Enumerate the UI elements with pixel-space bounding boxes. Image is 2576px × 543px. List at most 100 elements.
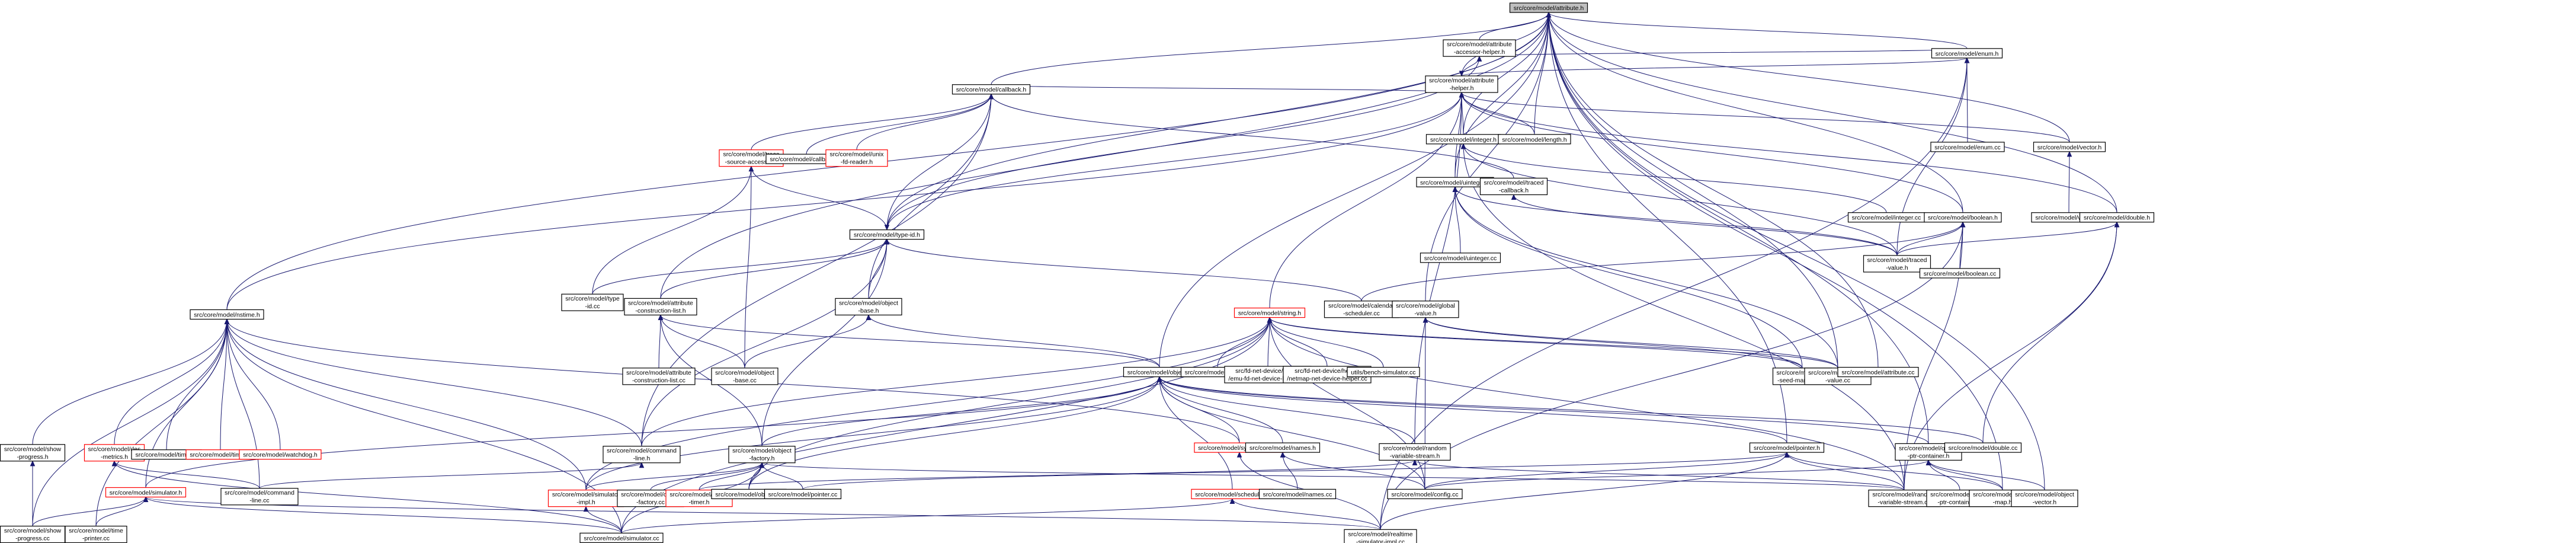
graph-node[interactable]: src/core/model/vector.h — [2033, 142, 2106, 152]
graph-node[interactable]: src/core/model/boolean.cc — [1919, 268, 2001, 279]
graph-node[interactable]: src/core/model/command-line.cc — [220, 488, 299, 506]
node-label: -progress.cc — [15, 535, 50, 542]
graph-node[interactable]: src/core/model/watchdog.h — [239, 449, 322, 460]
graph-node[interactable]: src/core/model/boolean.h — [1924, 212, 2002, 223]
graph-node[interactable]: src/core/model/length.h — [1498, 134, 1571, 145]
graph-node[interactable]: src/core/model/object.h — [1123, 366, 1196, 378]
node-label: -base.h — [858, 307, 879, 314]
graph-node[interactable]: src/core/model/config.cc — [1387, 488, 1463, 499]
node-label: src/core/model/global — [1396, 302, 1455, 309]
graph-node[interactable]: src/core/model/time-printer.cc — [65, 525, 127, 543]
node-box — [1420, 253, 1501, 263]
node-label: -printer.cc — [82, 535, 110, 542]
graph-node[interactable]: src/core/model/show-progress.cc — [0, 525, 66, 543]
graph-node[interactable]: src/core/model/enum.h — [1931, 48, 2003, 59]
graph-node[interactable]: src/core/model/uinteger.h — [1416, 177, 1494, 187]
graph-node[interactable]: src/core/model/simulator-impl.h — [547, 490, 624, 507]
dependency-edge — [1548, 12, 1963, 213]
dependency-edge — [1424, 452, 1787, 490]
node-label: src/core/model/attribute — [626, 369, 691, 376]
graph-node[interactable]: src/core/model/traced-value.h — [1863, 255, 1931, 273]
graph-node[interactable]: src/core/model/attribute-construction-li… — [624, 298, 697, 316]
node-label: src/core/model/realtime — [1348, 531, 1412, 538]
graph-node[interactable]: src/core/model/show-progress.h — [0, 444, 66, 462]
node-label: src/core/model/config.cc — [1391, 491, 1458, 498]
dependency-edge — [991, 84, 1462, 93]
node-box — [1387, 488, 1463, 499]
graph-node[interactable]: src/core/model/double.h — [2079, 212, 2155, 223]
dependency-edge — [145, 497, 622, 534]
graph-node[interactable]: src/core/model/object-base.h — [835, 298, 902, 316]
graph-node[interactable]: src/core/model/callback.h — [951, 84, 1031, 95]
graph-node[interactable]: src/core/model/nstime.h — [190, 309, 264, 320]
graph-node[interactable]: src/core/model/object-base.cc — [711, 368, 778, 385]
dependency-edge — [32, 319, 228, 445]
dependency-edge — [592, 166, 752, 295]
dependency-edge — [1414, 92, 1462, 444]
graph-node[interactable]: src/core/model/command-line.h — [603, 446, 681, 464]
dependency-edge — [114, 319, 228, 445]
node-label: src/core/model/simulator.h — [110, 489, 182, 496]
arrowhead-icon — [583, 506, 589, 512]
node-box — [1392, 301, 1459, 318]
node-label: -impl.h — [576, 499, 595, 506]
graph-node[interactable]: src/core/model/realtime-simulator-impl.c… — [1344, 529, 1417, 543]
graph-node[interactable]: src/core/model/timer.h — [185, 449, 255, 460]
dependency-edge — [761, 462, 1905, 491]
dependency-edge — [1269, 317, 1384, 368]
graph-node[interactable]: src/core/model/attribute.cc — [1837, 366, 1919, 378]
dependency-edge — [1463, 143, 1905, 490]
graph-node[interactable]: src/core/model/enum.cc — [1930, 142, 2005, 152]
node-label: src/core/model/uinteger.h — [1420, 179, 1490, 186]
graph-node[interactable]: src/core/model/names.cc — [1258, 488, 1337, 499]
graph-node[interactable]: src/core/model/traced-callback.h — [1479, 177, 1548, 196]
dependency-edge — [1479, 12, 1549, 40]
graph-node[interactable]: src/core/model/time.cc — [131, 449, 202, 460]
graph-node[interactable]: src/core/model/pointer.h — [1749, 442, 1825, 453]
node-box — [1344, 529, 1417, 543]
dependency-edge — [114, 461, 260, 488]
graph-node[interactable]: src/core/model/calendar-scheduler.cc — [1324, 301, 1399, 318]
dependency-edge — [744, 166, 752, 368]
graph-node[interactable]: src/core/model/pointer.cc — [764, 488, 842, 499]
graph-node[interactable]: src/core/model/names.h — [1245, 442, 1321, 453]
node-box — [105, 487, 187, 498]
graph-node[interactable]: src/core/model/object-vector.h — [2011, 490, 2078, 507]
node-label: src/core/model/length.h — [1502, 136, 1566, 143]
graph-node[interactable]: src/core/model/random-variable-stream.h — [1379, 443, 1451, 461]
node-box — [547, 490, 624, 507]
node-label: src/core/model/command — [225, 490, 294, 497]
dependency-edge — [585, 376, 1160, 490]
graph-node[interactable]: src/core/model/unix-fd-reader.h — [825, 149, 888, 167]
dependency-edge — [1548, 12, 1879, 368]
graph-node[interactable]: src/core/model/simulator.cc — [579, 532, 664, 543]
graph-node[interactable]: src/core/model/double.cc — [1944, 442, 2022, 453]
graph-node[interactable]: src/core/model/integer.cc — [1847, 212, 1925, 223]
node-label: src/core/model/attribute.h — [1514, 5, 1584, 12]
dependency-edge — [1159, 12, 1549, 368]
graph-node[interactable]: src/core/model/attribute-construction-li… — [622, 368, 696, 385]
graph-node[interactable]: src/core/model/type-id.h — [849, 229, 925, 240]
graph-node[interactable]: src/core/model/global-value.h — [1392, 301, 1459, 318]
graph-node[interactable]: src/core/model/string.h — [1233, 307, 1306, 318]
arrowhead-icon — [1784, 451, 1790, 458]
dependency-edge — [1548, 12, 2045, 490]
node-label: src/core/model/object — [715, 369, 774, 376]
graph-node[interactable]: src/core/model/type-id.cc — [561, 293, 624, 311]
node-box — [622, 368, 696, 385]
dependency-edge — [1269, 317, 1328, 366]
dependency-edge — [1786, 452, 2003, 490]
graph-node[interactable]: src/core/model/attribute-accessor-helper… — [1443, 39, 1516, 57]
arrowhead-icon — [1229, 498, 1235, 504]
graph-node[interactable]: src/core/model/uinteger.cc — [1420, 253, 1501, 263]
graph-node[interactable]: src/core/model/object-factory.h — [728, 446, 796, 464]
graph-node[interactable]: utils/bench-simulator.cc — [1347, 366, 1420, 378]
graph-node[interactable]: src/core/model/integer.h — [1425, 134, 1501, 145]
graph-node[interactable]: src/core/model/simulator.h — [105, 487, 187, 498]
graph-node[interactable]: src/core/model/attribute-helper.h — [1425, 75, 1498, 93]
arrowhead-icon — [748, 165, 754, 172]
nodes-layer: src/core/model/attribute.h src/core/model… — [0, 2, 2155, 543]
graph-node[interactable]: src/core/model/scheduler.h — [1191, 488, 1274, 499]
dependency-edge — [1896, 222, 2117, 256]
node-label: src/core/model/callback.cc — [770, 156, 842, 163]
